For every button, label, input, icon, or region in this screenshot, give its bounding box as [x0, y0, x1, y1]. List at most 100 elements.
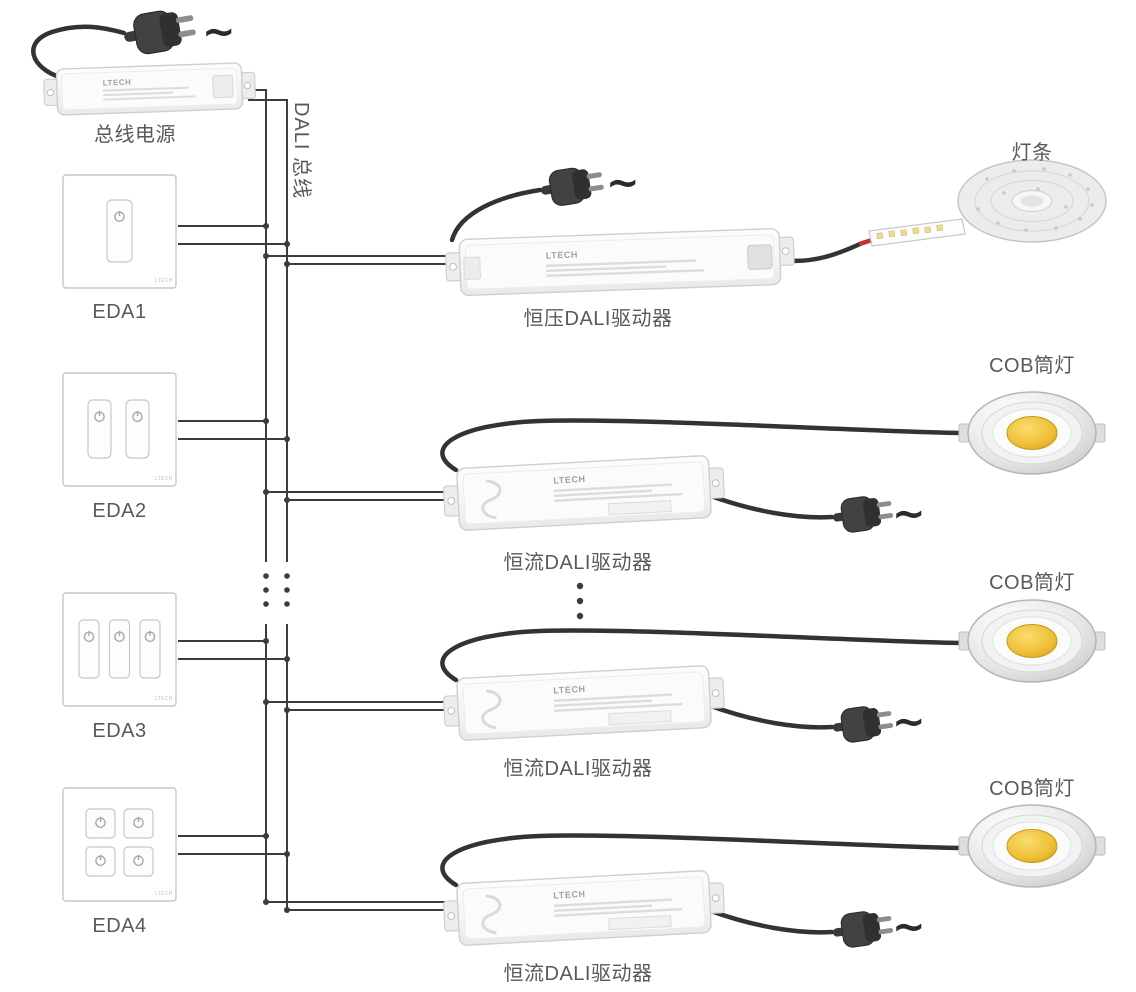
driver-label-cc2: 恒流DALI驱动器	[503, 758, 653, 780]
load-label-cob1: COB筒灯	[989, 355, 1075, 377]
ac-symbol: ~	[892, 904, 926, 950]
dali-bus-label: DALI 总线	[290, 102, 312, 200]
junction-dot	[284, 851, 290, 857]
brand-mark: LTECH	[155, 476, 173, 482]
print-line	[553, 693, 672, 702]
led-chip	[888, 230, 896, 238]
touch-panel-eda4: LTECH	[62, 787, 177, 902]
print-line	[554, 699, 653, 707]
driver-continuation-dots	[576, 582, 584, 620]
driver-tap-wires	[266, 255, 462, 911]
bus-line-b-upper	[248, 99, 288, 562]
print-line	[546, 259, 697, 267]
mains-plug-icon	[537, 163, 607, 209]
spec-box	[608, 499, 672, 516]
led-chip	[936, 224, 944, 232]
continuation-dot	[263, 573, 269, 579]
screw-hole	[46, 88, 55, 97]
output-wire-cob-2	[440, 628, 963, 683]
panel-button	[123, 846, 154, 877]
print-line	[546, 269, 705, 277]
brand-mark: LTECH	[553, 474, 586, 486]
cc-dali-driver-1: LTECH	[443, 455, 725, 531]
continuation-dot	[284, 601, 290, 607]
coil-hole-inner	[1021, 195, 1043, 207]
continuation-dot	[284, 587, 290, 593]
load-label-cob3: COB筒灯	[989, 778, 1075, 800]
print-line	[546, 265, 667, 272]
ac-cord-cv-driver	[449, 187, 543, 243]
output-connector	[747, 244, 773, 270]
panel-button	[125, 399, 150, 459]
junction-dot	[263, 223, 269, 229]
continuation-dot	[284, 573, 290, 579]
coil-ring	[974, 170, 1090, 232]
cv-dali-driver: LTECH	[445, 228, 795, 296]
brand-mark: LTECH	[553, 684, 586, 696]
brand-mark: LTECH	[103, 78, 132, 88]
panel-button	[108, 619, 131, 679]
panel-button	[85, 846, 116, 877]
screw-hole	[781, 247, 790, 256]
coil-ring	[990, 179, 1074, 223]
continuation-dot	[576, 582, 584, 590]
logo-swirl	[481, 689, 502, 730]
print-line	[554, 702, 683, 712]
dali-bus-lines	[248, 89, 288, 910]
panel-button	[139, 619, 161, 679]
junction-dot	[284, 436, 290, 442]
junction-dot	[284, 656, 290, 662]
continuation-dot	[576, 612, 584, 620]
cob-downlight-2	[958, 599, 1106, 683]
panel-plate	[62, 787, 177, 902]
junction-dot	[263, 418, 269, 424]
power-cords	[31, 24, 835, 935]
continuation-dot	[263, 587, 269, 593]
panel-label-eda3: EDA3	[92, 720, 147, 742]
led-strip-coil	[957, 159, 1107, 243]
junction-dot	[284, 497, 290, 503]
print-line	[553, 483, 672, 492]
screw-hole	[243, 81, 252, 90]
panel-button	[78, 619, 100, 679]
junction-dot	[263, 699, 269, 705]
junction-dot	[284, 907, 290, 913]
screw-hole	[447, 912, 456, 920]
bus-power-supply: LTECH	[43, 62, 256, 116]
coil-texture	[976, 167, 1094, 232]
continuation-dot	[576, 597, 584, 605]
touch-panel-eda3: LTECH	[62, 592, 177, 707]
spec-box	[608, 709, 672, 726]
led-chip	[876, 232, 884, 240]
ac-cord-cc-driver-1	[705, 492, 835, 520]
load-label-cob2: COB筒灯	[989, 572, 1075, 594]
panel-label-eda4: EDA4	[92, 915, 147, 937]
ac-cord-psu	[31, 24, 127, 81]
print-line	[102, 86, 190, 92]
driver-label-cv: 恒压DALI驱动器	[523, 308, 673, 330]
panel-button	[106, 199, 133, 263]
cc-dali-driver-3: LTECH	[443, 870, 725, 946]
print-line	[554, 492, 683, 502]
screw-hole	[449, 262, 457, 271]
junction-dots	[263, 223, 290, 913]
panel-tap-wires	[178, 225, 287, 855]
driver-label-cc1: 恒流DALI驱动器	[503, 552, 653, 574]
continuation-dot	[263, 601, 269, 607]
terminal-block	[212, 74, 234, 99]
load-label-strip: 灯条	[1011, 142, 1053, 164]
print-line	[553, 898, 672, 907]
print-line	[103, 91, 174, 97]
panel-button	[123, 808, 154, 839]
print-line	[103, 95, 196, 101]
ac-symbol: ~	[892, 491, 926, 537]
screw-hole	[711, 689, 720, 697]
panel-label-eda1: EDA1	[92, 301, 147, 323]
ac-symbol: ~	[606, 160, 640, 206]
cc-dali-driver-2: LTECH	[443, 665, 725, 741]
junction-dot	[263, 833, 269, 839]
mains-plug-icon	[830, 492, 896, 536]
junction-dot	[284, 707, 290, 713]
